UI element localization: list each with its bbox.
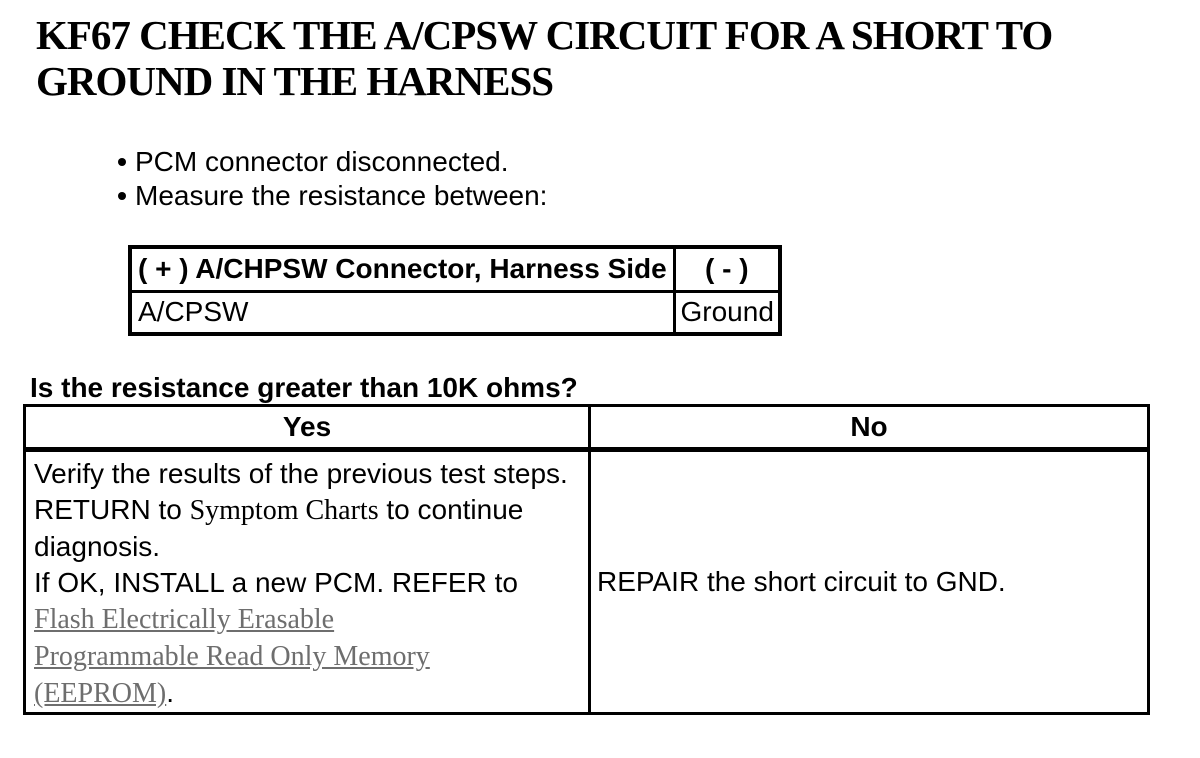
no-action-text: REPAIR the short circuit to GND. [597,566,1006,597]
measurement-table: ( + ) A/CHPSW Connector, Harness Side ( … [128,245,782,336]
instruction-text: Measure the resistance between: [135,180,548,211]
bullet-icon [118,192,126,200]
yes-line-text: RETURN to [34,494,190,525]
yes-line-text: diagnosis. [34,531,161,562]
instruction-item: Measure the resistance between: [118,179,547,213]
measurement-data-row: A/CPSW Ground [128,289,782,336]
eeprom-link-line-2[interactable]: Programmable Read Only Memory [34,641,430,672]
question-text: Is the resistance greater than 10K ohms? [30,372,578,403]
decision-header-no: No [588,404,1150,452]
measurement-header-row: ( + ) A/CHPSW Connector, Harness Side ( … [128,245,782,293]
instruction-text: PCM connector disconnected. [135,146,509,177]
yes-line-text: If OK, INSTALL a new PCM. REFER to [34,567,518,598]
yes-line: diagnosis. [34,529,584,565]
measurement-header-positive: ( + ) A/CHPSW Connector, Harness Side [128,245,676,293]
symptom-charts-reference: Symptom Charts [189,495,379,526]
measurement-header-negative: ( - ) [672,245,782,293]
yes-line: Verify the results of the previous test … [34,456,584,492]
yes-line: Programmable Read Only Memory [34,638,584,675]
eeprom-link-line-3[interactable]: (EEPROM) [34,678,167,709]
bullet-icon [118,158,126,166]
yes-line: If OK, INSTALL a new PCM. REFER to [34,565,584,601]
decision-table: Yes No Verify the results of the previou… [23,404,1150,715]
eeprom-link-line-1[interactable]: Flash Electrically Erasable [34,604,335,635]
decision-body-row: Verify the results of the previous test … [23,448,1150,715]
decision-header-row: Yes No [23,404,1150,452]
decision-cell-no: REPAIR the short circuit to GND. [588,448,1150,715]
yes-line: RETURN to Symptom Charts to continue [34,492,584,529]
yes-line: Flash Electrically Erasable [34,601,584,638]
decision-cell-yes: Verify the results of the previous test … [23,448,591,715]
yes-line-text: . [166,677,175,708]
yes-line: (EEPROM). [34,675,584,712]
page-title: KF67 CHECK THE A/CPSW CIRCUIT FOR A SHOR… [36,12,1053,104]
measurement-cell-ground: Ground [672,289,782,336]
instruction-item: PCM connector disconnected. [118,145,547,179]
measurement-cell-signal: A/CPSW [128,289,676,336]
yes-line-text: Verify the results of the previous test … [34,458,568,489]
yes-line-text: to continue [378,494,524,525]
decision-header-yes: Yes [23,404,591,452]
instruction-list: PCM connector disconnected. Measure the … [118,145,547,213]
